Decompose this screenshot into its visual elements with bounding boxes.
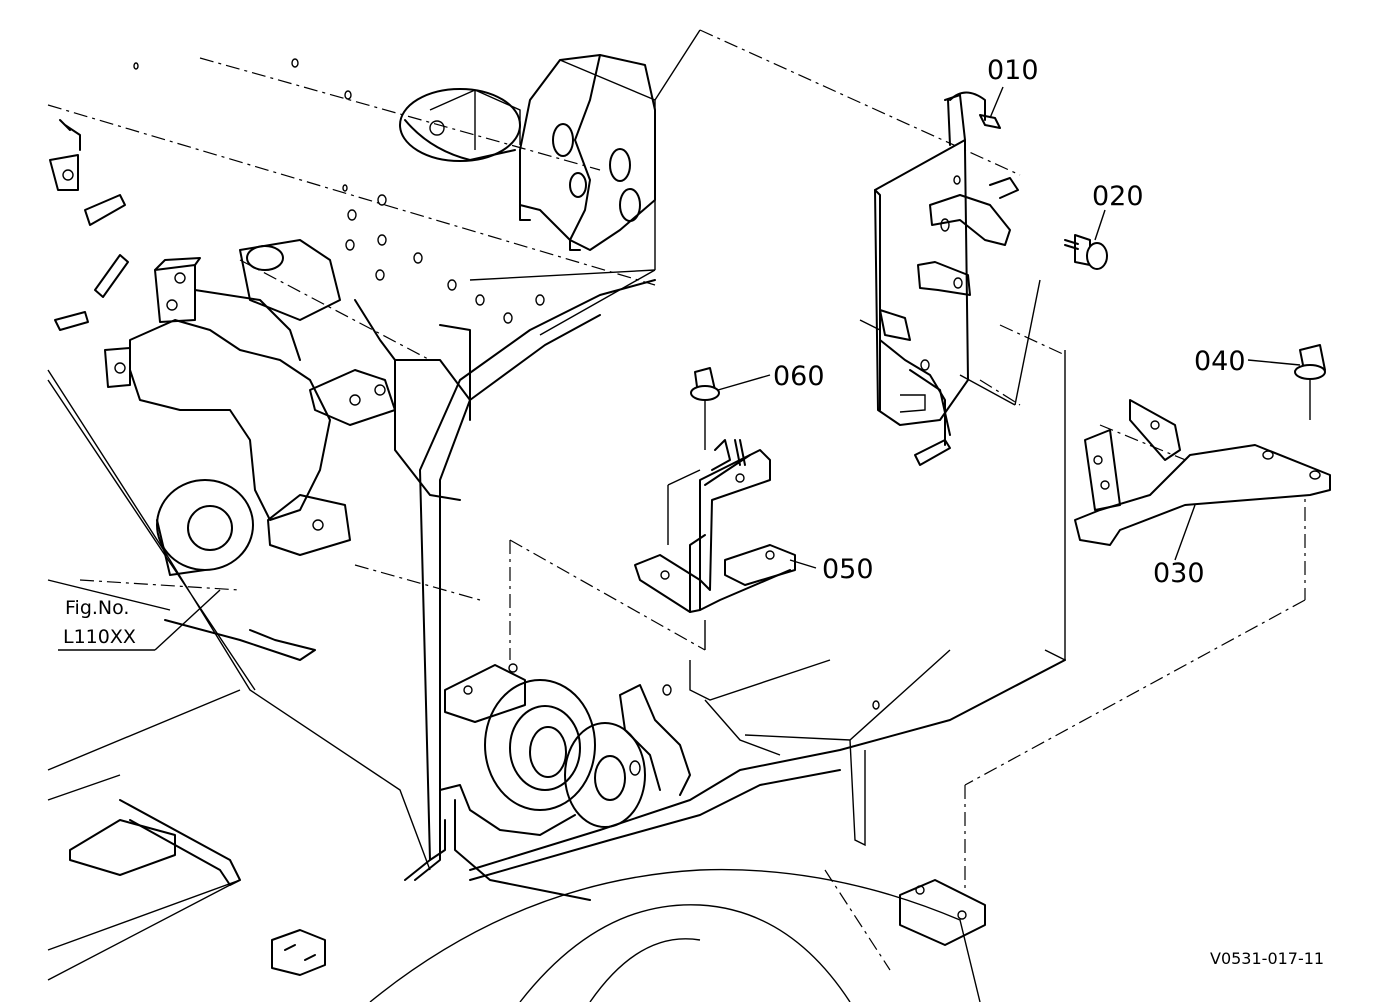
hole-pattern (133, 58, 545, 324)
part-030-stay (1074, 399, 1331, 546)
drawing-code: V0531-017-11 (1210, 949, 1324, 968)
part-labels: 010 020 030 040 050 060 (773, 55, 1246, 589)
label-010: 010 (987, 55, 1039, 86)
leader-lines (58, 86, 1301, 651)
figure-reference: Fig.No. L110XX (63, 597, 136, 648)
label-020: 020 (1092, 181, 1144, 212)
figure-ref-number: L110XX (63, 626, 136, 648)
label-060: 060 (773, 361, 825, 392)
label-050: 050 (822, 554, 874, 585)
part-060-bolt (690, 367, 720, 450)
part-040-bolt (1294, 344, 1326, 420)
part-020-bolt (1064, 234, 1108, 270)
label-030: 030 (1153, 558, 1205, 589)
machine-frame (47, 29, 1306, 1002)
part-050-support (634, 439, 796, 650)
part-010-bracket (859, 91, 1041, 466)
label-040: 040 (1194, 346, 1246, 377)
figure-ref-title: Fig.No. (65, 597, 129, 619)
